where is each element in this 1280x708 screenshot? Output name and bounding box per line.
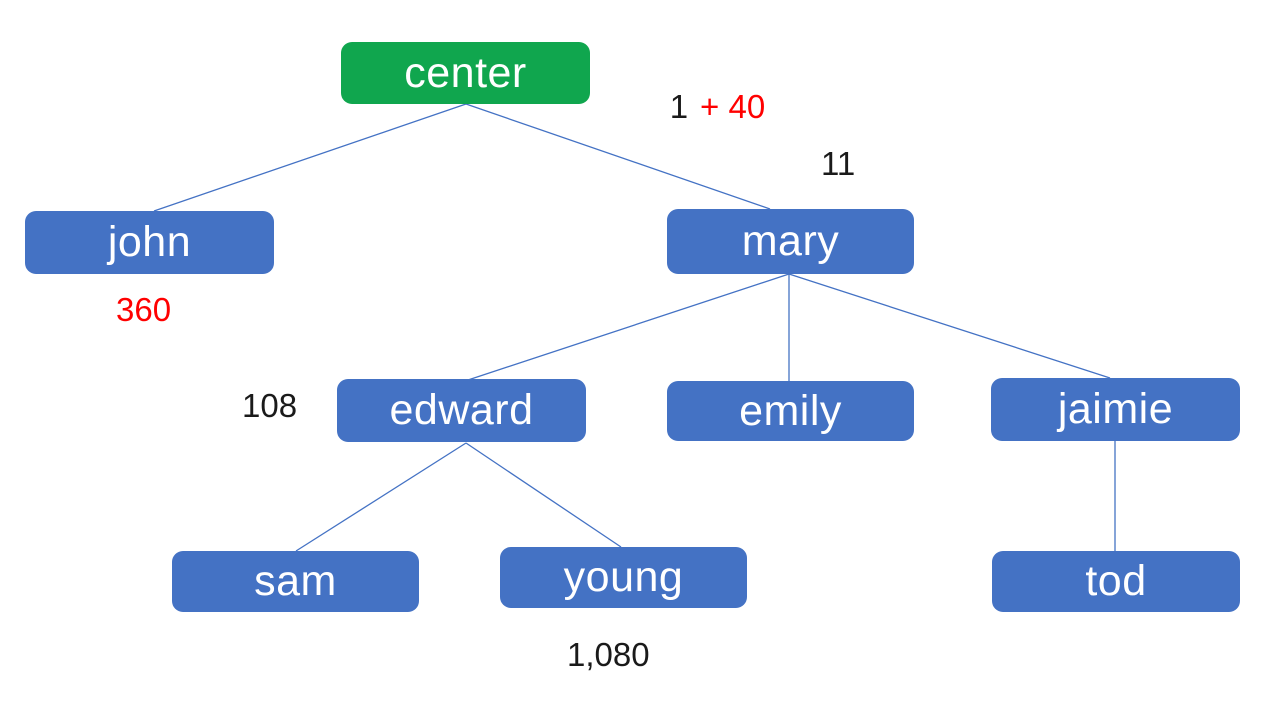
edge-center-john	[153, 103, 467, 212]
annotation-center-base: 1	[669, 87, 689, 125]
annotation-edward-value: 108	[242, 387, 298, 424]
annotation-center-delta: + 40	[700, 87, 766, 125]
node-mary: mary	[667, 209, 914, 274]
node-john-label: john	[107, 218, 192, 266]
node-center-label: center	[404, 48, 527, 97]
node-mary-label: mary	[741, 217, 840, 265]
node-emily-label: emily	[739, 386, 842, 435]
annotation-john-value: 360	[116, 291, 172, 328]
edge-mary-jaimie	[788, 273, 1111, 379]
edge-mary-edward	[467, 273, 790, 381]
node-sam-label: sam	[254, 557, 337, 605]
node-jaimie-label: jaimie	[1057, 385, 1174, 433]
edge-edward-young	[465, 442, 622, 548]
edge-center-mary	[465, 103, 771, 210]
node-edward: edward	[337, 379, 586, 442]
edge-edward-sam	[295, 442, 467, 552]
node-young: young	[500, 547, 747, 608]
annotation-mary-value: 11	[821, 145, 856, 182]
node-edward-label: edward	[389, 386, 534, 434]
node-young-label: young	[563, 553, 684, 601]
annotation-center-value: 1 + 40	[633, 55, 766, 159]
node-tod: tod	[992, 551, 1240, 612]
node-tod-label: tod	[1085, 557, 1147, 605]
node-john: john	[25, 211, 274, 274]
annotation-young-value: 1,080	[567, 636, 650, 673]
node-jaimie: jaimie	[991, 378, 1240, 441]
node-center: center	[341, 42, 590, 104]
node-emily: emily	[667, 381, 914, 441]
node-sam: sam	[172, 551, 419, 612]
